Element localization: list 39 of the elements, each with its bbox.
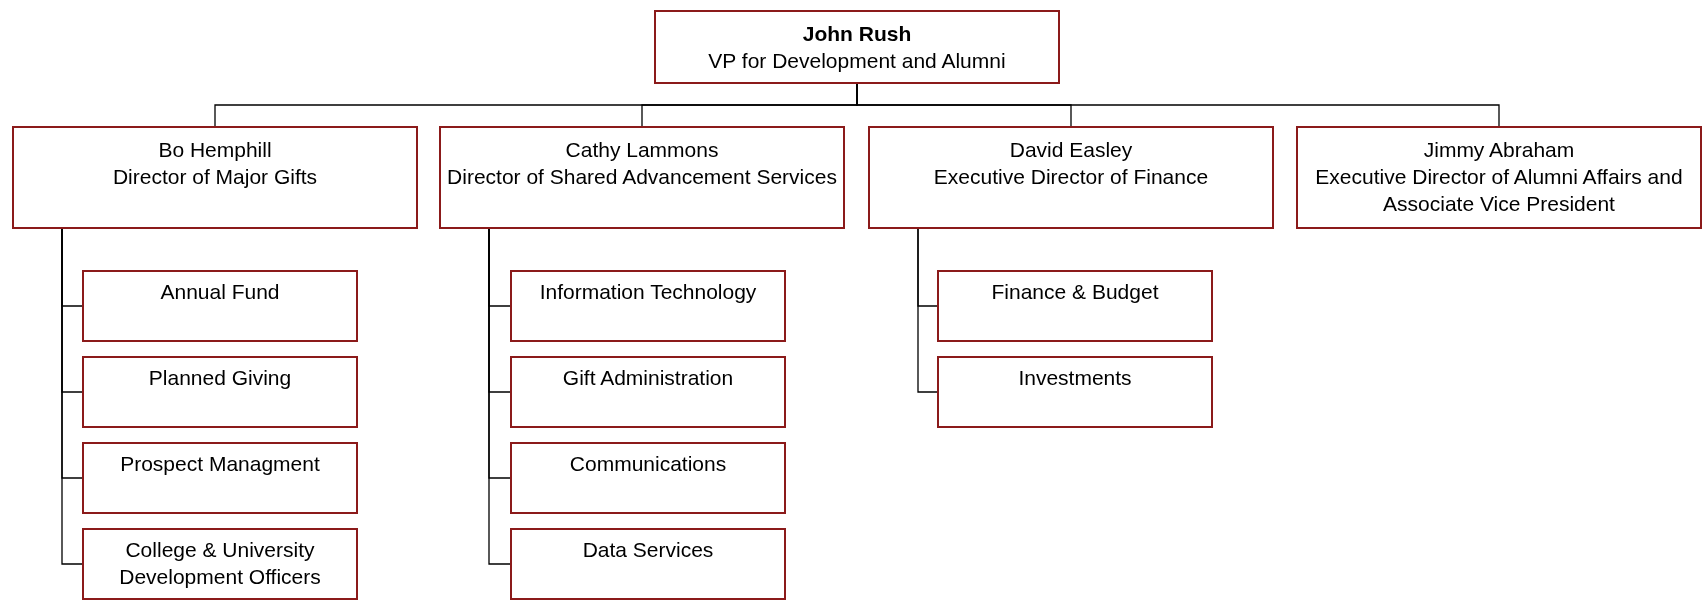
department-name: Prospect Managment bbox=[119, 451, 321, 477]
job-title: Executive Director of Finance bbox=[932, 164, 1210, 190]
department-box bbox=[82, 442, 358, 514]
department-name: Data Services bbox=[581, 537, 715, 563]
job-title: Director of Shared Advancement Services bbox=[446, 164, 838, 190]
person-name: John Rush bbox=[801, 21, 913, 47]
position-box bbox=[654, 10, 1060, 84]
connector-line bbox=[856, 83, 1500, 127]
department-name: Investments bbox=[1017, 365, 1133, 391]
person-name: David Easley bbox=[1008, 137, 1134, 163]
person-name: Bo Hemphill bbox=[157, 137, 273, 163]
department-box bbox=[82, 270, 358, 342]
department-name: College & University Development Officers bbox=[118, 537, 322, 590]
connector-line bbox=[488, 228, 511, 565]
person-name: Jimmy Abraham bbox=[1422, 137, 1576, 163]
department-box bbox=[510, 356, 786, 428]
department-box bbox=[510, 528, 786, 600]
department-box bbox=[937, 356, 1213, 428]
department-name: Information Technology bbox=[538, 279, 758, 305]
person-name: Cathy Lammons bbox=[564, 137, 720, 163]
department-box bbox=[510, 270, 786, 342]
job-title: Executive Director of Alumni Affairs and Associate Vice President bbox=[1314, 164, 1684, 217]
department-box bbox=[82, 356, 358, 428]
position-box bbox=[439, 126, 845, 229]
department-name: Planned Giving bbox=[147, 365, 293, 391]
job-title: Director of Major Gifts bbox=[111, 164, 319, 190]
department-name: Communications bbox=[568, 451, 728, 477]
position-box bbox=[12, 126, 418, 229]
department-box bbox=[937, 270, 1213, 342]
position-box bbox=[868, 126, 1274, 229]
position-box bbox=[1296, 126, 1702, 229]
department-name: Gift Administration bbox=[561, 365, 735, 391]
department-name: Annual Fund bbox=[159, 279, 281, 305]
department-box bbox=[510, 442, 786, 514]
job-title: VP for Development and Alumni bbox=[707, 48, 1007, 74]
connector-line bbox=[917, 228, 938, 393]
connector-line bbox=[61, 228, 83, 565]
department-box bbox=[82, 528, 358, 600]
department-name: Finance & Budget bbox=[990, 279, 1160, 305]
